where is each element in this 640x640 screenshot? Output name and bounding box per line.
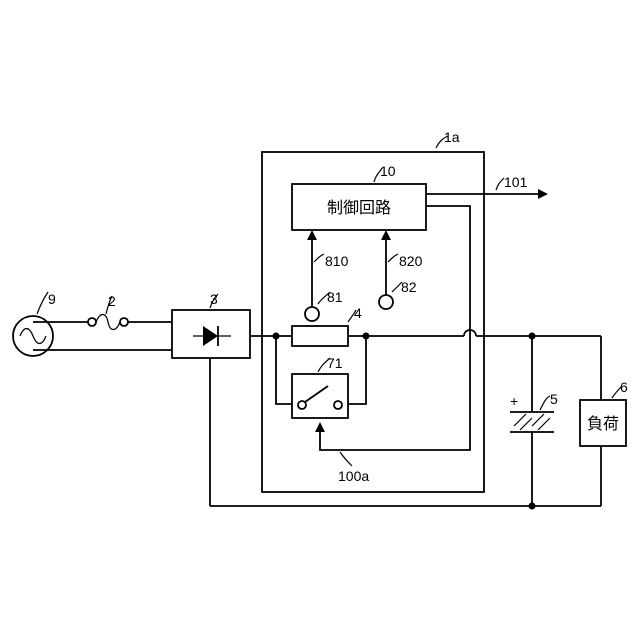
label-810: 810 [325, 253, 349, 269]
leader-101 [496, 178, 504, 190]
control-circuit-text: 制御回路 [327, 198, 391, 217]
switch-71-box [292, 374, 348, 418]
junction-1 [273, 333, 280, 340]
label-fuse: 2 [108, 293, 116, 309]
label-control-circuit: 10 [380, 163, 396, 179]
wire-bypass-right [348, 336, 366, 404]
capacitor-hatch-1 [514, 414, 526, 426]
leader-9 [37, 292, 48, 314]
label-sensor-81: 81 [327, 289, 343, 305]
leader-810 [314, 254, 324, 262]
label-load: 6 [620, 379, 628, 395]
leader-100a [340, 452, 352, 466]
switch-contact-left [298, 401, 306, 409]
rectifier [172, 310, 250, 358]
label-ac-source: 9 [48, 291, 56, 307]
label-sensor-82: 82 [401, 279, 417, 295]
capacitor-hatch-4 [538, 418, 550, 430]
leader-5 [540, 396, 550, 410]
label-rectifier: 3 [210, 291, 218, 307]
label-resistor: 4 [354, 305, 362, 321]
label-module: 1a [444, 129, 460, 145]
fuse [88, 315, 128, 330]
label-100a: 100a [338, 468, 369, 484]
junction-2 [363, 333, 370, 340]
sensor-82 [379, 295, 393, 309]
leader-820 [388, 254, 398, 262]
load-text: 負荷 [587, 414, 619, 433]
sensor-81 [305, 307, 319, 321]
resistor-4 [292, 326, 348, 346]
switch-contact-right [334, 401, 342, 409]
label-switch: 71 [327, 355, 343, 371]
label-capacitor: 5 [550, 391, 558, 407]
capacitor-polarity: + [510, 393, 518, 409]
capacitor-hatch-2 [532, 414, 544, 426]
label-output: 101 [504, 174, 528, 190]
capacitor-hatch-3 [520, 418, 532, 430]
label-820: 820 [399, 253, 423, 269]
